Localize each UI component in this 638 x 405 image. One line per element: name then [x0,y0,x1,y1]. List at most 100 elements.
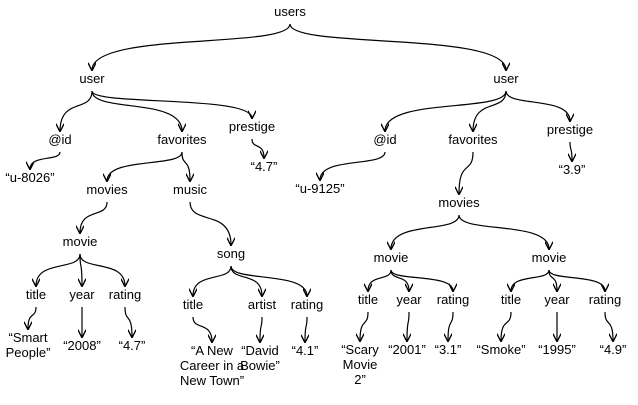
node-u1: user [79,71,105,86]
node-u1-music: music [173,182,207,197]
node-u2-prest-v: “3.9” [559,162,586,177]
node-label-line: “A New [191,343,234,358]
edge-u2-movies-to-u2-movie-b [458,214,549,249]
node-u2-ma-rating: rating [437,292,470,307]
node-label-line: Movie [343,357,378,372]
node-u2-ma-title: title [358,292,378,307]
node-u2-mb-title: title [501,292,521,307]
node-u2-id: @id [373,132,396,147]
node-u1-movie: movie [63,234,98,249]
node-u2-ma-rating-v: “3.1” [435,342,462,357]
node-u1-m-year-v: “2008” [63,338,101,353]
node-label-line: year [69,287,95,302]
node-label-line: New Town” [180,373,244,388]
node-label-line: song [217,246,245,261]
node-label-line: users [274,4,306,19]
node-label-line: “3.1” [435,342,462,357]
node-label-line: rating [589,292,622,307]
edge-u2-movies-to-u2-movie-a [391,214,460,249]
node-label-line: user [79,71,105,86]
edge-u1-s-artist-to-u1-s-artist-v [260,316,262,342]
node-u2-id-v: “u-9125” [295,181,344,196]
node-label-line: Bowie” [240,358,280,373]
edge-u1-m-rating-to-u1-m-rating-v [124,306,132,337]
node-label-line: year [396,292,422,307]
edge-u1-m-title-to-u1-m-title-v [28,306,37,329]
node-u1-id-v: “u-8026” [5,170,54,185]
node-label-line: movies [438,195,480,210]
node-u2-prest: prestige [547,122,593,137]
node-u1-song: song [217,246,245,261]
node-label-line: movies [86,182,128,197]
node-label-line: “3.9” [559,162,586,177]
node-u1-s-rating-v: “4.1” [292,343,319,358]
tree-edges [28,23,613,342]
edge-u1-to-u1-prest [91,90,252,118]
edge-u1-music-to-u1-song [189,201,231,245]
edge-u2-to-u2-id [385,90,507,131]
node-u2-ma-year-v: “2001” [388,342,426,357]
edge-u2-mb-rating-to-u2-mb-rating-v [604,311,613,341]
edge-u1-to-u1-id [60,90,93,131]
edge-u1-s-title-to-u1-s-title-v [192,316,212,342]
node-label-line: year [544,292,570,307]
node-label-line: artist [248,297,277,312]
node-u1-m-rating: rating [109,287,142,302]
edge-u1-to-u1-fav [91,90,182,131]
node-label-line: “u-8026” [5,170,54,185]
node-label-line: “1995” [538,342,576,357]
node-label-line: title [26,287,46,302]
edge-u2-to-u2-fav [473,90,507,131]
node-label-line: “4.1” [292,343,319,358]
node-label-line: People” [6,345,51,360]
node-u1-m-title: title [26,287,46,302]
edge-u2-movie-a-to-u2-ma-rating [390,269,453,291]
node-u2: user [493,71,519,86]
node-u1-m-rating-v: “4.7” [119,338,146,353]
edge-root-to-u2 [289,23,506,70]
edge-u2-movie-b-to-u2-mb-title [511,269,550,291]
edge-u1-song-to-u1-s-artist [230,265,262,296]
node-label-line: Career in a [180,358,245,373]
edge-u1-movies-to-u1-movie [80,201,108,233]
node-u1-prest: prestige [229,119,275,134]
node-u2-ma-year: year [396,292,422,307]
node-label-line: “Scary [341,342,379,357]
edge-u1-song-to-u1-s-title [193,265,232,296]
node-label-line: “4.7” [251,159,278,174]
node-u2-fav: favorites [448,132,498,147]
node-u2-movie-a: movie [374,250,409,265]
node-u1-id: @id [48,132,71,147]
node-label-line: “David [241,343,279,358]
node-label-line: user [493,71,519,86]
node-label-line: rating [109,287,142,302]
node-label-line: “u-9125” [295,181,344,196]
edge-u2-movie-b-to-u2-mb-rating [548,269,605,291]
node-u1-s-rating: rating [291,297,324,312]
edge-root-to-u1 [92,23,291,70]
tree-labels: users user @id “u-8026” favorites prestige “4.… [5,4,626,388]
edge-u1-fav-to-u1-music [181,151,190,181]
edge-u1-song-to-u1-s-rating [230,265,307,296]
node-label-line: “4.9” [600,342,627,357]
node-u2-mb-rating: rating [589,292,622,307]
node-u1-s-artist: artist [248,297,277,312]
edge-u2-ma-year-to-u2-ma-year-v [407,311,409,341]
node-label-line: “2008” [63,338,101,353]
node-u2-movies: movies [438,195,480,210]
edge-u1-movie-to-u1-m-title [36,253,81,286]
node-label-line: 2” [354,372,366,387]
node-label-line: @id [48,132,71,147]
node-u2-mb-year: year [544,292,570,307]
node-label-line: “2001” [388,342,426,357]
edge-u2-fav-to-u2-movies [459,151,474,194]
edge-u2-ma-title-to-u2-ma-title-v [360,311,369,341]
edge-u2-to-u2-prest [505,90,570,121]
node-label-line: prestige [547,122,593,137]
node-label-line: rating [437,292,470,307]
node-label-line: movie [63,234,98,249]
